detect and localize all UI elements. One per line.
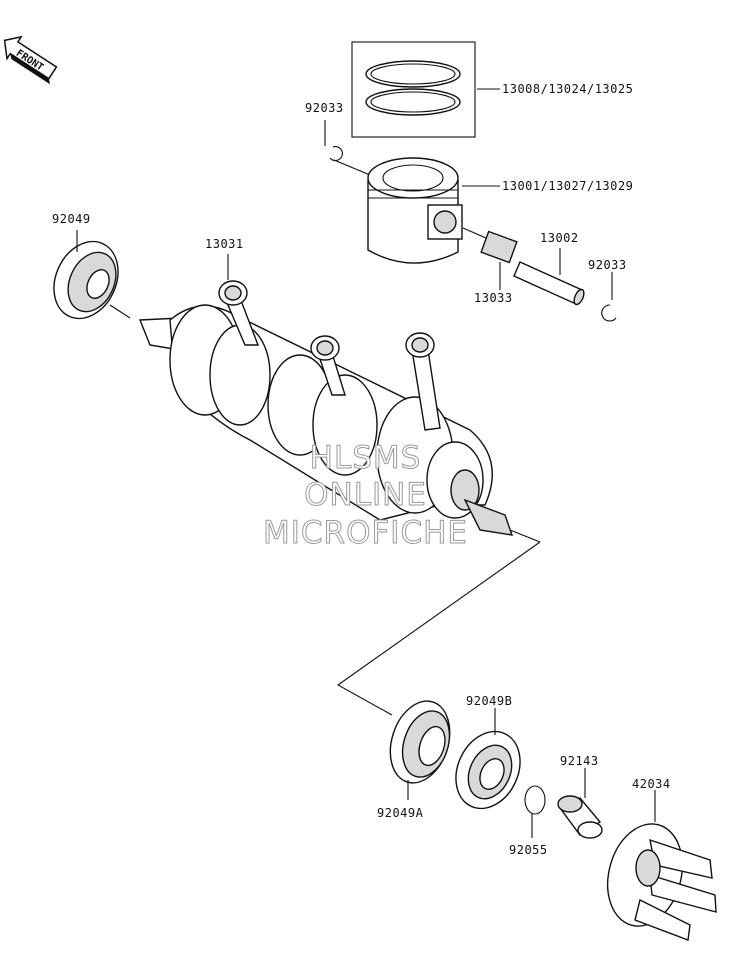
bearing-92049A — [389, 700, 451, 800]
part-label-13002[interactable]: 13002 — [540, 231, 579, 245]
piston-pin — [513, 248, 585, 306]
piston — [367, 157, 500, 264]
part-label-92143[interactable]: 92143 — [560, 754, 599, 768]
circlip-right — [601, 272, 617, 322]
watermark-line-1: HLSMS — [309, 440, 422, 476]
coupling — [607, 790, 717, 941]
crankshaft — [138, 254, 541, 543]
circlip-left — [324, 120, 371, 176]
piston-rings — [351, 41, 500, 138]
part-label-13031[interactable]: 13031 — [205, 237, 244, 251]
watermark-line-3: MICROFICHE — [263, 515, 468, 551]
part-label-92033-left[interactable]: 92033 — [305, 101, 344, 115]
watermark-line-2: ONLINE — [304, 477, 427, 513]
part-label-92033-right[interactable]: 92033 — [588, 258, 627, 272]
part-label-92049A[interactable]: 92049A — [377, 806, 424, 820]
bearing-92049B — [455, 708, 521, 810]
part-label-13033[interactable]: 13033 — [474, 291, 513, 305]
part-label-13008[interactable]: 13008/13024/13025 — [502, 82, 634, 96]
part-label-92049[interactable]: 92049 — [52, 212, 91, 226]
oil-seal-left — [53, 230, 131, 320]
part-label-13001[interactable]: 13001/13027/13029 — [502, 179, 634, 193]
part-label-92055[interactable]: 92055 — [509, 843, 548, 857]
leader-line-crank-to-bearing — [336, 541, 541, 716]
front-arrow-badge: FRONT — [3, 35, 58, 85]
o-ring — [524, 785, 546, 838]
collar — [557, 768, 603, 839]
needle-bearing — [462, 227, 518, 290]
part-label-42034[interactable]: 42034 — [632, 777, 671, 791]
part-label-92049B[interactable]: 92049B — [466, 694, 513, 708]
